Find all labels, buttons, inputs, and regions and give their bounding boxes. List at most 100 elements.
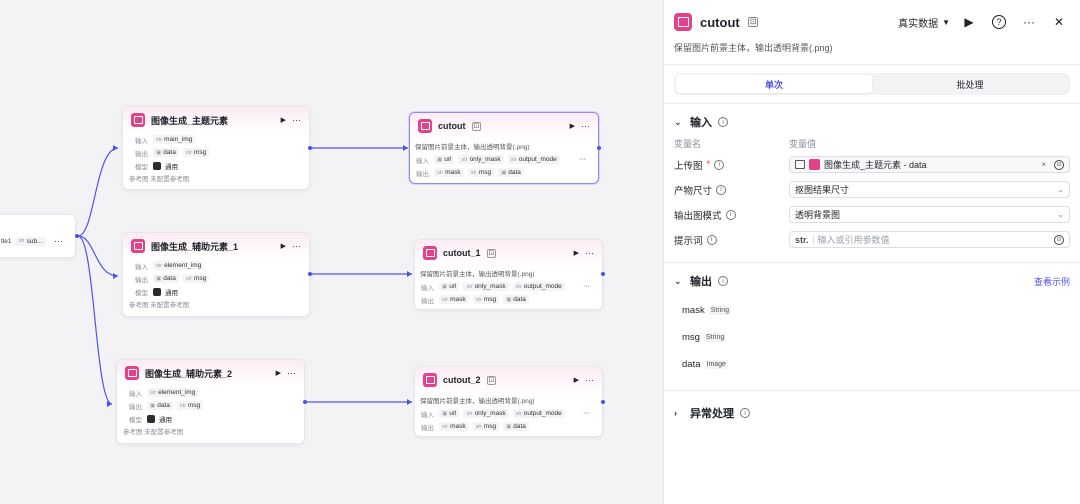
tab-batch[interactable]: 批处理 xyxy=(956,79,984,90)
model-avatar-icon xyxy=(153,161,161,170)
view-example-link[interactable]: 查看示例 xyxy=(1033,276,1070,287)
port-cutout-out[interactable] xyxy=(597,146,601,150)
more-icon[interactable]: ··· xyxy=(583,283,590,290)
image-icon: ▣ xyxy=(442,283,448,290)
node-config-panel: cutout ⊡ 真实数据▼ ▶ ? ··· ✕ 保留图片前景主体，输出透明背景… xyxy=(663,0,1080,504)
image-icon: ▣ xyxy=(156,275,162,282)
play-icon[interactable]: ▶ xyxy=(569,123,575,130)
help-icon[interactable]: ? xyxy=(992,15,1006,29)
chevron-down-icon: ⌄ xyxy=(1057,210,1064,219)
play-icon[interactable]: ▶ xyxy=(280,117,286,124)
error-section-header[interactable]: › 异常处理 i xyxy=(664,401,1080,425)
reference-icon[interactable]: ⊙ xyxy=(1054,159,1064,170)
info-icon: i xyxy=(740,408,750,418)
tab-single[interactable]: 单次 xyxy=(676,75,872,93)
node-desc: 保留图片前景主体，输出透明背景(.png) xyxy=(415,144,530,151)
node-cutout-2[interactable]: cutout_2 ⊡ ▶ ··· 保留图片前景主体，输出透明背景(.png) 输… xyxy=(414,366,603,437)
node-footer: 参考图 未配置参考图 xyxy=(129,302,190,309)
panel-title: cutout xyxy=(700,14,740,30)
node-cutout-1[interactable]: cutout_1 ⊡ ▶ ··· 保留图片前景主体，输出透明背景(.png) 输… xyxy=(414,239,603,310)
more-icon[interactable]: ··· xyxy=(583,410,590,417)
node-title: 图像生成_辅助元素_2 xyxy=(145,368,233,379)
image-icon: ▣ xyxy=(156,149,162,156)
more-icon[interactable]: ··· xyxy=(292,115,301,125)
cutout-node-icon xyxy=(423,246,437,260)
upload-image-ref[interactable]: 图像生成_主题元素 - data × ⊙ xyxy=(789,156,1070,173)
more-icon[interactable]: ··· xyxy=(287,368,296,378)
input-section-header[interactable]: ⌄ 输入 i xyxy=(664,110,1080,134)
info-icon: i xyxy=(718,117,728,127)
more-icon[interactable]: ··· xyxy=(1023,15,1035,29)
port-aux2-out[interactable] xyxy=(303,400,307,404)
reference-icon[interactable]: ⊙ xyxy=(1054,234,1064,245)
image-icon: ▣ xyxy=(506,296,512,303)
stub-name: tle1 xyxy=(1,237,12,245)
more-icon[interactable]: ··· xyxy=(585,375,594,385)
play-icon[interactable]: ▶ xyxy=(573,250,579,257)
play-icon[interactable]: ▶ xyxy=(573,377,579,384)
node-title: cutout_2 xyxy=(443,375,481,385)
run-icon[interactable]: ▶ xyxy=(964,15,974,29)
model-avatar-icon xyxy=(147,414,155,423)
node-title: cutout_1 xyxy=(443,248,481,258)
plugin-tag-icon: ⊡ xyxy=(486,248,497,258)
run-mode-tabs: 单次 批处理 xyxy=(674,73,1070,95)
edge-stub-to-aux2 xyxy=(77,235,113,405)
info-icon: i xyxy=(716,184,727,195)
image-icon: ▣ xyxy=(501,169,507,176)
info-icon: i xyxy=(718,276,728,286)
more-icon[interactable]: ··· xyxy=(292,241,301,251)
output-size-select[interactable]: 抠图结果尺寸 ⌄ xyxy=(789,181,1070,198)
image-node-icon xyxy=(131,113,145,127)
close-icon[interactable]: ✕ xyxy=(1053,15,1065,29)
node-footer: 参考图 未配置参考图 xyxy=(123,429,184,436)
node-cutout[interactable]: cutout ⊡ ▶ ··· 保留图片前景主体，输出透明背景(.png) 输入 … xyxy=(409,112,599,184)
node-footer: 参考图 未配置参考图 xyxy=(129,176,190,183)
image-icon: ▣ xyxy=(150,402,156,409)
node-desc: 保留图片前景主体，输出透明背景(.png) xyxy=(420,271,535,278)
model-avatar-icon xyxy=(153,287,161,296)
image-icon: ▣ xyxy=(506,423,512,430)
image-node-icon xyxy=(809,159,820,170)
edge-stub-to-main xyxy=(77,147,119,237)
info-icon: i xyxy=(706,234,717,245)
cutout-node-icon xyxy=(423,373,437,387)
more-icon[interactable]: ··· xyxy=(585,248,594,258)
cutout-node-icon xyxy=(418,119,432,133)
output-section-header[interactable]: ⌄ 输出 i 查看示例 xyxy=(674,275,1070,289)
image-node-icon xyxy=(131,239,145,253)
info-icon: i xyxy=(725,209,736,220)
port-stub-out[interactable] xyxy=(75,234,79,238)
chevron-down-icon: ⌄ xyxy=(674,116,682,127)
data-mode-dropdown[interactable]: 真实数据▼ xyxy=(898,17,950,30)
more-icon[interactable]: ··· xyxy=(579,156,586,163)
cutout-node-icon xyxy=(674,13,692,31)
clear-icon[interactable]: × xyxy=(1041,160,1046,169)
port-aux1-out[interactable] xyxy=(308,272,312,276)
plugin-tag-icon: ⊡ xyxy=(486,375,497,385)
port-main-out[interactable] xyxy=(308,146,312,150)
image-node-icon xyxy=(125,366,139,380)
output-mode-select[interactable]: 透明背景图 ⌄ xyxy=(789,206,1070,223)
plugin-tag-icon: ⊡ xyxy=(471,121,482,131)
node-title: 图像生成_辅助元素_1 xyxy=(151,241,239,252)
more-icon[interactable]: ··· xyxy=(581,121,590,131)
plugin-tag-icon: ⊡ xyxy=(747,17,759,27)
more-icon[interactable]: ··· xyxy=(54,236,63,246)
node-title: cutout xyxy=(438,121,466,131)
prompt-input[interactable]: str. 输入或引用参数值 ⊙ xyxy=(789,231,1070,248)
port-cutout1-out[interactable] xyxy=(601,272,605,276)
play-icon[interactable]: ▶ xyxy=(280,243,286,250)
port-cutout2-out[interactable] xyxy=(601,400,605,404)
play-icon[interactable]: ▶ xyxy=(275,370,281,377)
image-icon xyxy=(795,160,805,169)
